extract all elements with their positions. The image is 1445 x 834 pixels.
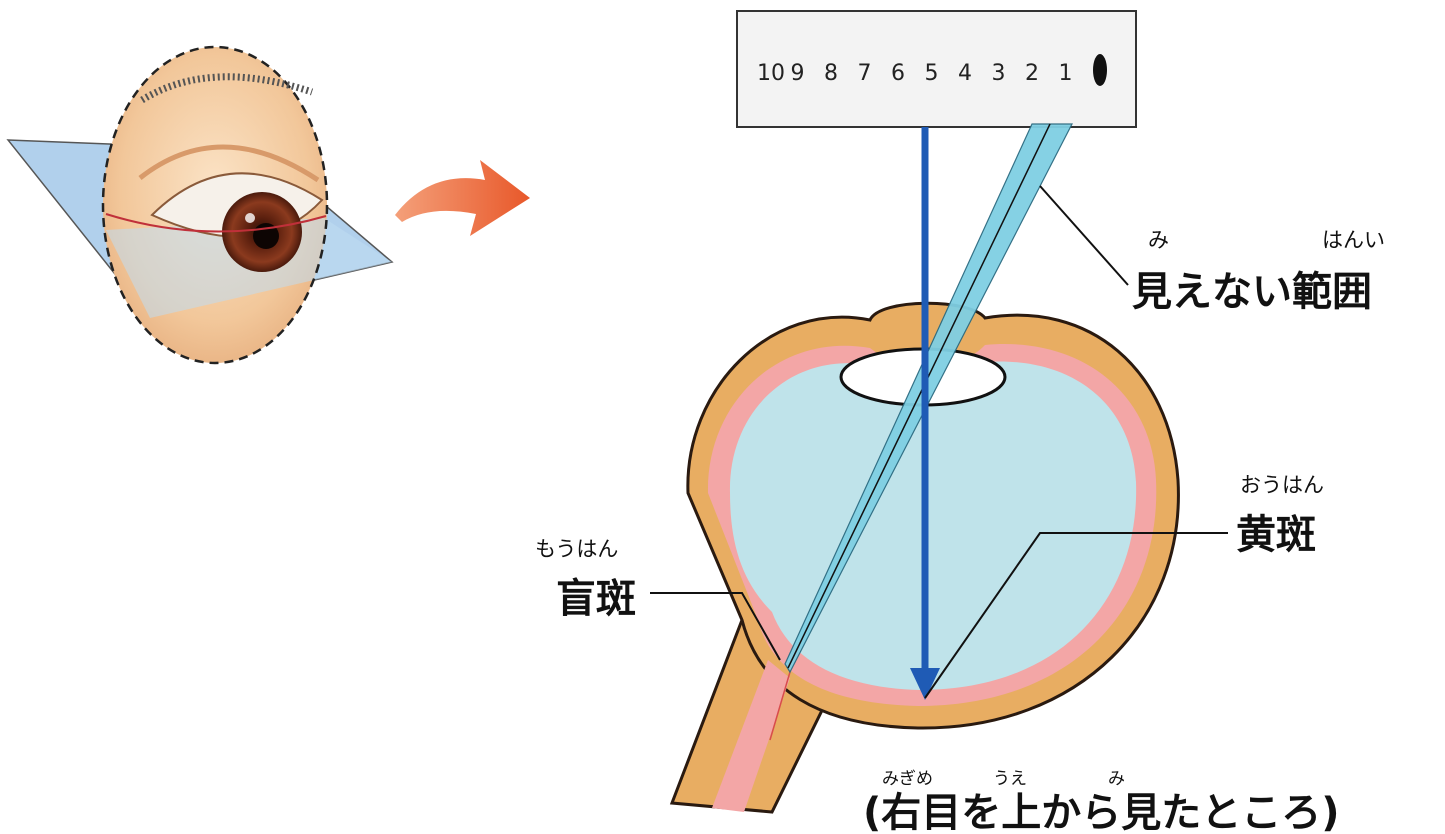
ruby-migime: みぎめ <box>882 769 933 789</box>
chart-number: 1 <box>1059 61 1073 86</box>
ruby-ouhan: おうはん <box>1240 473 1324 497</box>
ruby-mi-caption: み <box>1108 769 1125 789</box>
chart-number: 9 <box>791 61 805 86</box>
chart-number: 8 <box>824 61 838 86</box>
chart-number: 2 <box>1025 61 1039 86</box>
caption: (右目を上から見たところ) <box>863 790 1340 834</box>
invisible-range-label: 見えない範囲 <box>1132 269 1372 315</box>
eyeball-cross-section <box>672 124 1178 812</box>
ruby-hanni: はんい <box>1322 228 1385 252</box>
chart-number: 10 <box>757 61 785 86</box>
ruby-ue: うえ <box>993 769 1027 789</box>
chart-number: 6 <box>891 61 905 86</box>
ruby-mi: み <box>1148 228 1169 252</box>
small-eye-illustration <box>8 47 530 363</box>
chart-number: 3 <box>992 61 1006 86</box>
chart-number: 7 <box>858 61 872 86</box>
chart-dot <box>1093 54 1107 86</box>
chart-number: 5 <box>925 61 939 86</box>
leader-invisible-range <box>1040 186 1128 285</box>
curved-arrow-icon <box>395 160 530 236</box>
ruby-mouhan: もうはん <box>535 537 618 561</box>
chart-number: 4 <box>958 61 972 86</box>
macula-label: 黄斑 <box>1236 512 1316 558</box>
blind-spot-label: 盲斑 <box>556 576 636 622</box>
